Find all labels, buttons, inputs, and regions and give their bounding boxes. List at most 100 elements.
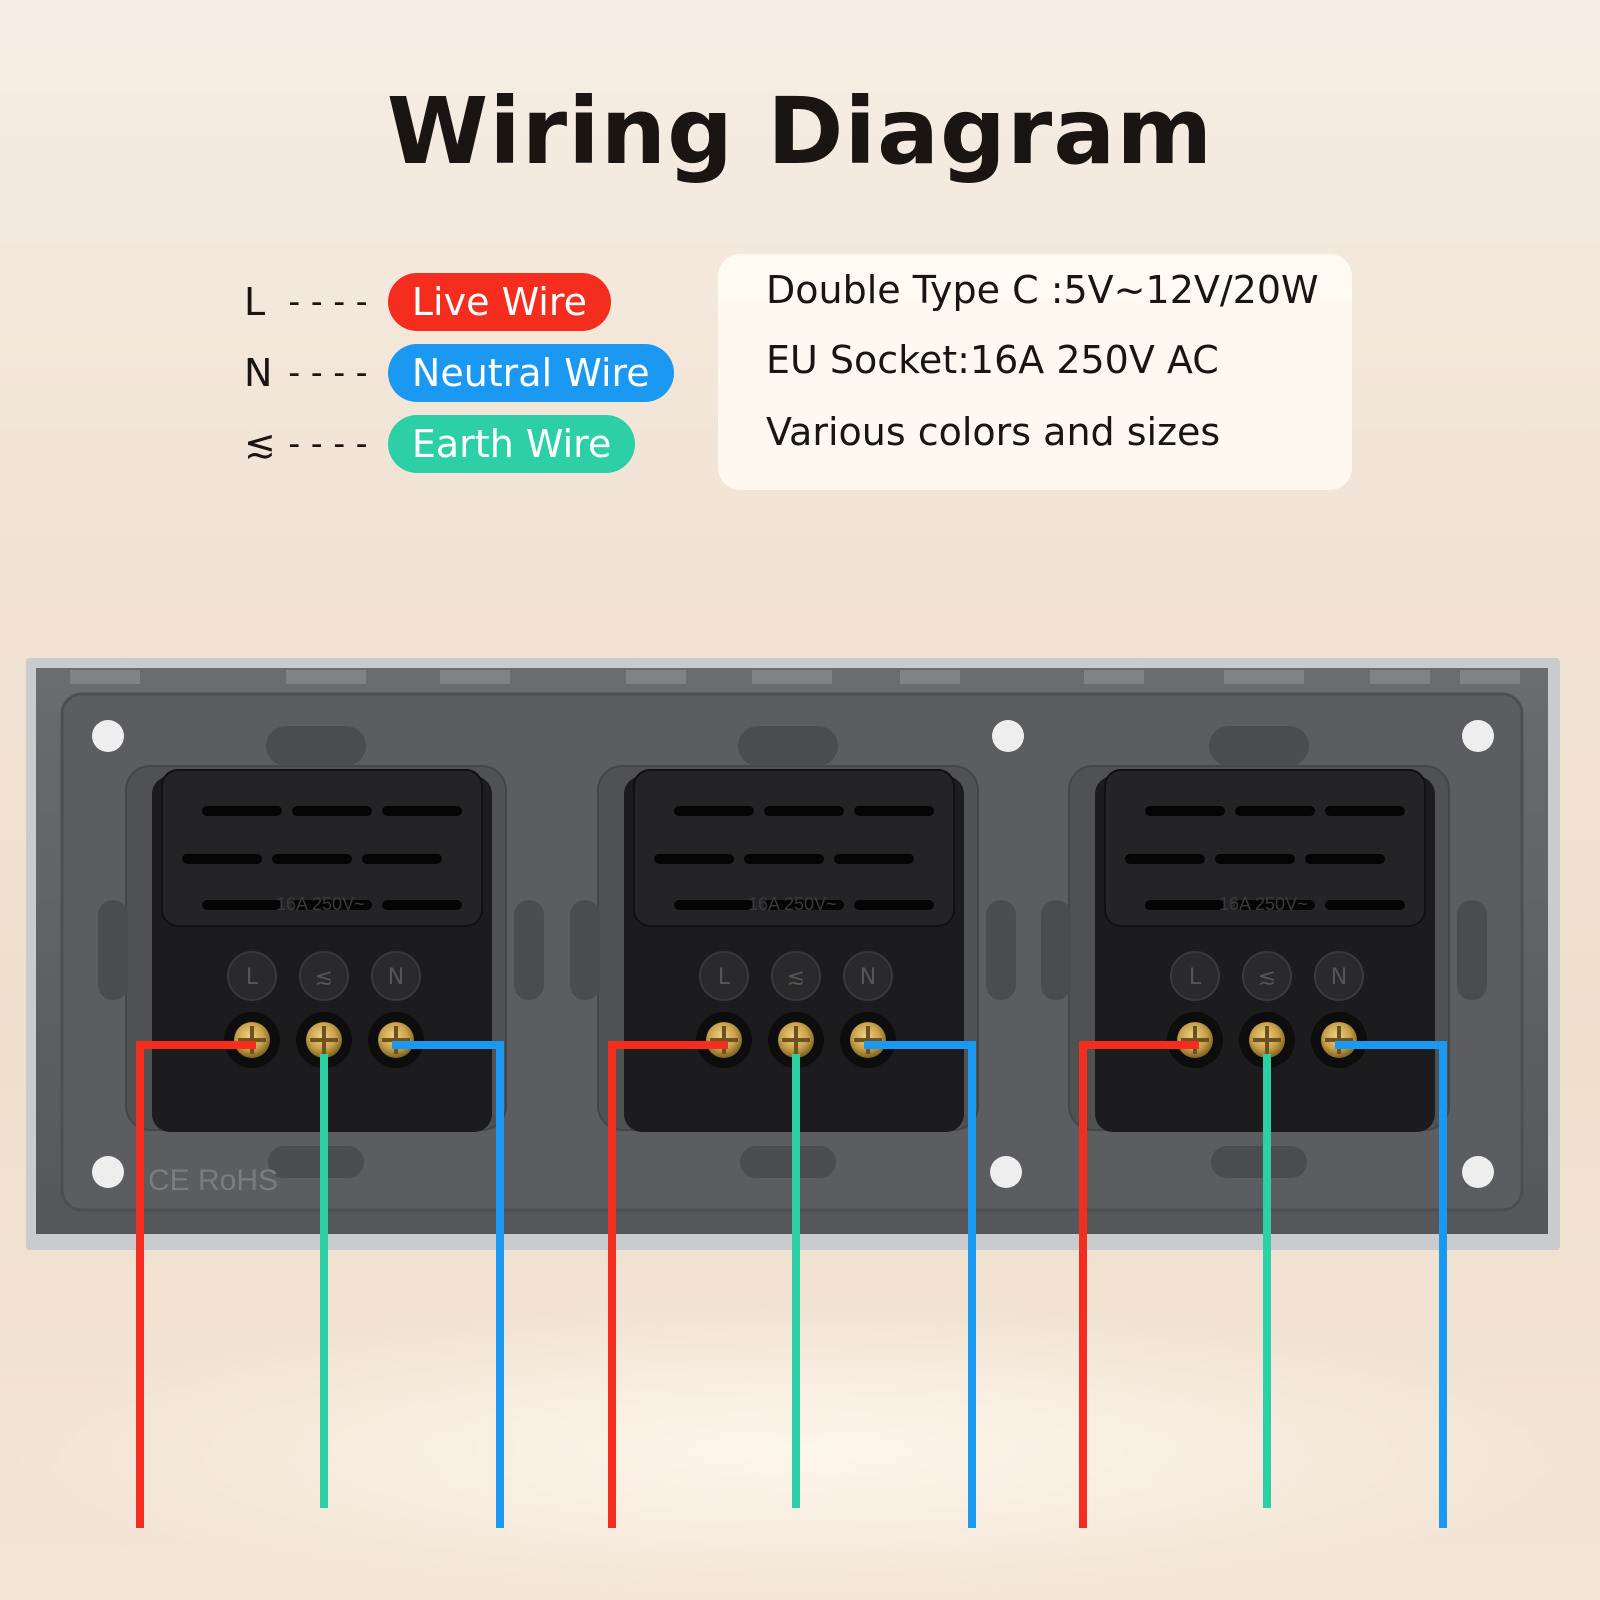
earth-symbol: ≲: [244, 422, 276, 466]
side-slot: [514, 900, 544, 1000]
neutral-wire-pill: Neutral Wire: [387, 344, 674, 402]
vent-slot: [182, 854, 262, 864]
vent-slot: [834, 854, 914, 864]
screw-slot: [310, 1038, 338, 1042]
side-slot: [1041, 900, 1071, 1000]
terminal-label-ring: [1170, 951, 1220, 1001]
spec-type-c: Double Type C :5V~12V/20W: [766, 268, 1319, 312]
terminal-label: N: [860, 965, 876, 990]
live-wire: [136, 1041, 256, 1528]
spec-eu-socket: EU Socket:16A 250V AC: [766, 338, 1219, 382]
vent-slot: [854, 806, 934, 816]
ce-rohs-marking: CE RoHS: [148, 1164, 278, 1197]
screw-slot: [1325, 1038, 1353, 1042]
earth-wire-pill: Earth Wire: [387, 415, 636, 473]
screw-slot: [382, 1038, 410, 1042]
live-wire-pill: Live Wire: [387, 273, 612, 331]
vent-slot: [272, 854, 352, 864]
neutral-wire: [392, 1041, 504, 1528]
vent-slot: [764, 806, 844, 816]
screw-slot: [782, 1038, 810, 1042]
terminal-label: ≲: [1258, 965, 1276, 990]
rating-label: 16A 250V~: [748, 894, 837, 914]
vent-slot: [1325, 806, 1405, 816]
vent-slot: [654, 854, 734, 864]
live-dashes: ----: [284, 282, 374, 322]
mounting-slot: [1209, 726, 1309, 766]
rating-label: 16A 250V~: [276, 894, 365, 914]
side-slot: [98, 900, 128, 1000]
terminal-label-ring: [771, 951, 821, 1001]
terminal-label-ring: [227, 951, 277, 1001]
rating-label: 16A 250V~: [1219, 894, 1308, 914]
terminal-label-ring: [1314, 951, 1364, 1001]
vent-slot: [764, 900, 844, 910]
screw-slot: [1181, 1038, 1209, 1042]
mounting-holes: [92, 720, 1494, 1188]
vent-slot: [744, 854, 824, 864]
terminal-label-ring: [371, 951, 421, 1001]
vent-slot: [1235, 806, 1315, 816]
vent-slot: [1235, 900, 1315, 910]
side-slot: [570, 900, 600, 1000]
vent-slot: [1125, 854, 1205, 864]
top-tabs: [70, 670, 1520, 684]
vent-slot: [854, 900, 934, 910]
screw-slot: [238, 1038, 266, 1042]
spec-colors: Various colors and sizes: [766, 410, 1221, 454]
legend-live: L ---- Live Wire: [244, 272, 612, 332]
vent-slot: [1215, 854, 1295, 864]
earth-dashes: ----: [284, 424, 374, 464]
vent-slot: [292, 806, 372, 816]
side-slot: [986, 900, 1016, 1000]
vent-slot: [382, 806, 462, 816]
terminal-label: ≲: [787, 965, 805, 990]
terminal-label-ring: [299, 951, 349, 1001]
side-slot: [1457, 900, 1487, 1000]
terminal-label: L: [718, 965, 731, 990]
vent-slot: [1325, 900, 1405, 910]
vent-slot: [1145, 806, 1225, 816]
page-title: Wiring Diagram: [386, 78, 1214, 185]
terminal-label-ring: [699, 951, 749, 1001]
screw-slot: [1253, 1038, 1281, 1042]
screw-slot: [854, 1038, 882, 1042]
mounting-slot: [268, 1146, 364, 1178]
terminal-label: N: [388, 965, 404, 990]
neutral-wire: [864, 1041, 976, 1528]
vent-slot: [674, 806, 754, 816]
vent-slot: [202, 806, 282, 816]
wires: [136, 1041, 1447, 1528]
vent-slot: [1305, 854, 1385, 864]
vent-slot: [674, 900, 754, 910]
vent-slot: [202, 900, 282, 910]
mounting-slot: [1211, 1146, 1307, 1178]
neutral-dashes: ----: [284, 353, 374, 393]
wire-set-3: [1079, 1041, 1447, 1528]
live-symbol: L: [244, 280, 266, 324]
neutral-wire: [1335, 1041, 1447, 1528]
live-wire: [1079, 1041, 1199, 1528]
terminal-label-ring: [843, 951, 893, 1001]
legend-neutral: N ---- Neutral Wire: [244, 343, 674, 403]
mounting-slot: [266, 726, 366, 766]
terminal-label: N: [1331, 965, 1347, 990]
spec-box: Double Type C :5V~12V/20W EU Socket:16A …: [718, 254, 1352, 490]
vent-slot: [1145, 900, 1225, 910]
terminal-label: L: [1189, 965, 1202, 990]
vent-slot: [382, 900, 462, 910]
wire-set-2: [608, 1041, 976, 1528]
vent-slot: [292, 900, 372, 910]
mounting-slot: [738, 726, 838, 766]
mounting-slot: [740, 1146, 836, 1178]
wire-set-1: [136, 1041, 504, 1528]
terminal-label: L: [246, 965, 259, 990]
screw-slot: [710, 1038, 738, 1042]
terminal-label-ring: [1242, 951, 1292, 1001]
legend-earth: ≲ ---- Earth Wire: [244, 414, 636, 474]
neutral-symbol: N: [244, 351, 273, 395]
live-wire: [608, 1041, 728, 1528]
vent-slot: [362, 854, 442, 864]
terminal-label: ≲: [315, 965, 333, 990]
